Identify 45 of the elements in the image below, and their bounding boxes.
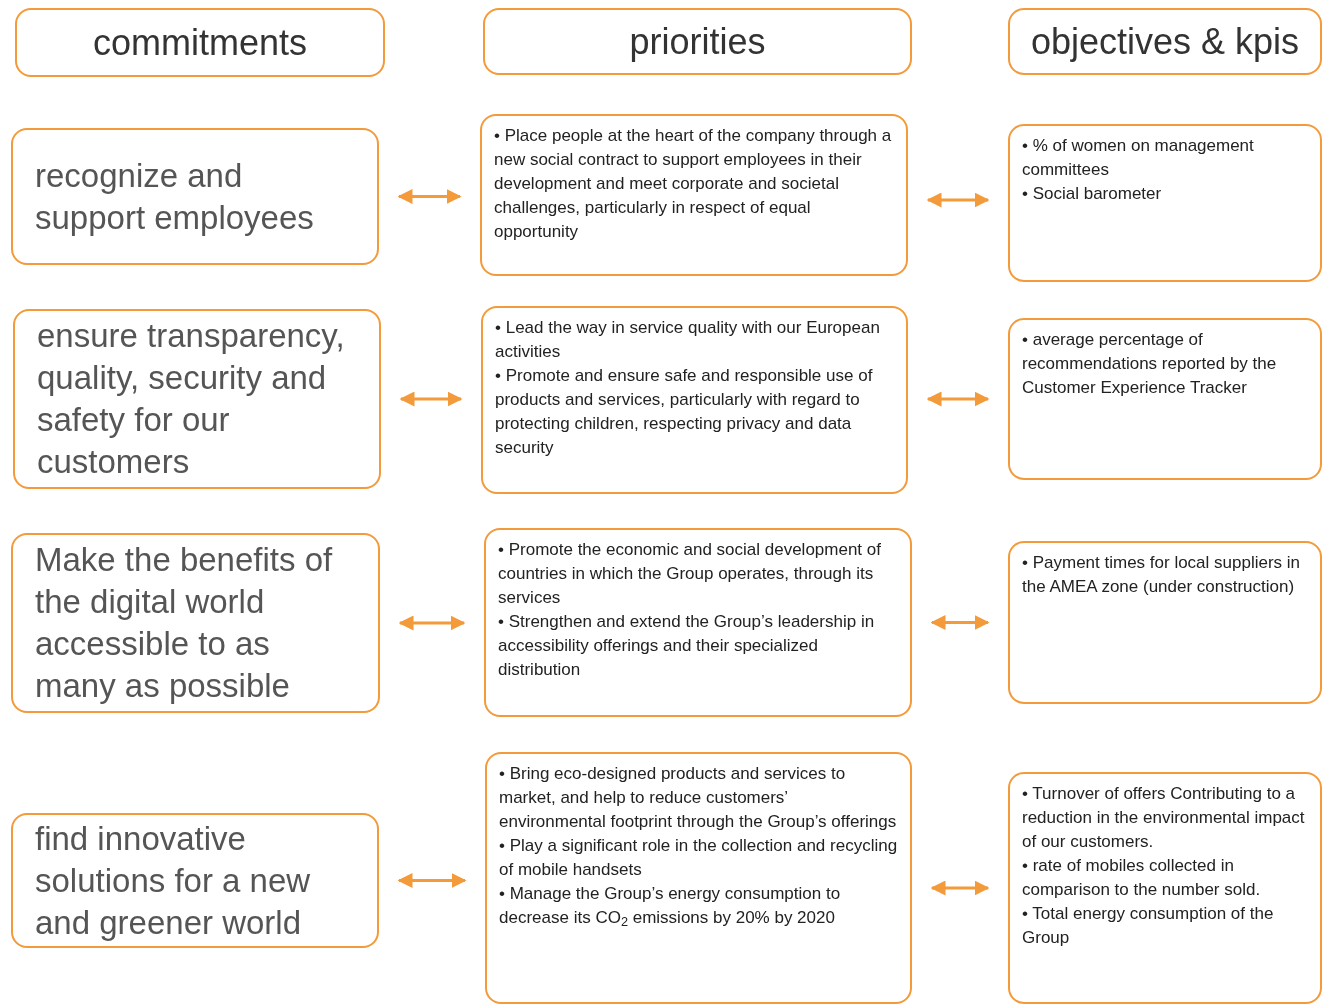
detail-box: [1008, 772, 1322, 1004]
bullet-text: • Turnover of offers Contributing to a reduction in the environmental impact of our customers.: [1022, 783, 1306, 853]
bullet-text: • Manage the Group’s energy consumption to decrease its CO$_{2}$ emissions by 20% by 2020: [499, 883, 842, 930]
column-header: [483, 8, 912, 75]
detail-box: [1008, 318, 1322, 480]
detail-box: [481, 306, 908, 494]
double-arrow: [926, 192, 990, 208]
bullet-text: • % of women on management committees: [1022, 135, 1255, 181]
bullet-text: • Strengthen and extend the Group’s leadership in accessibility offerings and their specialized distribution: [498, 611, 876, 681]
double-arrow: [397, 189, 462, 204]
detail-box: [1008, 124, 1322, 282]
column-header: [1008, 8, 1322, 75]
commitment-text: recognize and support employees: [35, 155, 315, 238]
bullet-text: • Social barometer: [1022, 183, 1163, 205]
double-arrow: [398, 615, 466, 631]
bullet-text: • Place people at the heart of the company through a new social contract to support employees in their development and meet corporate and societal challenges, particularly in respect of equal opportunity: [494, 125, 893, 243]
bullet-text: • rate of mobiles collected in comparison to the number sold.: [1022, 855, 1262, 901]
detail-box: [484, 528, 912, 717]
header-text: commitments: [93, 20, 307, 65]
bullet-text: • average percentage of recommendations reported by the Customer Experience Tracker: [1022, 329, 1278, 399]
commitment-box: [11, 813, 379, 948]
bullet-text: • Promote and ensure safe and responsible use of products and services, particularly with regard to protecting children, respecting privacy and data security: [495, 365, 874, 459]
commitment-text: find innovative solutions for a new and greener world: [35, 818, 312, 943]
column-header: [15, 8, 385, 77]
double-arrow: [926, 391, 990, 407]
bullet-text: • Play a significant role in the collection and recycling of mobile handsets: [499, 835, 898, 881]
commitment-box: [13, 309, 381, 489]
bullet-text: • Total energy consumption of the Group: [1022, 903, 1275, 949]
double-arrow: [930, 880, 990, 896]
bullet-text: • Promote the economic and social development of countries in which the Group operates, through its services: [498, 539, 882, 609]
double-arrow: [399, 391, 463, 407]
detail-box: [485, 752, 912, 1004]
header-text: objectives & kpis: [1030, 19, 1300, 64]
bullet-text: • Lead the way in service quality with our European activities: [495, 317, 881, 363]
header-text: priorities: [629, 19, 766, 64]
commitment-box: [11, 128, 379, 265]
double-arrow: [930, 615, 990, 630]
double-arrow: [397, 873, 467, 888]
bullet-text: • Bring eco-designed products and services to market, and help to reduce customers’ environmental footprint through the Group’s offerings: [499, 763, 898, 833]
commitment-text: ensure transparency, quality, security and safety for our customers: [37, 316, 346, 482]
bullet-text: • Payment times for local suppliers in the AMEA zone (under construction): [1022, 552, 1302, 598]
commitment-box: [11, 533, 380, 713]
detail-box: [1008, 541, 1322, 704]
commitment-text: Make the benefits of the digital world accessible to as many as possible: [35, 540, 334, 706]
detail-box: [480, 114, 908, 276]
